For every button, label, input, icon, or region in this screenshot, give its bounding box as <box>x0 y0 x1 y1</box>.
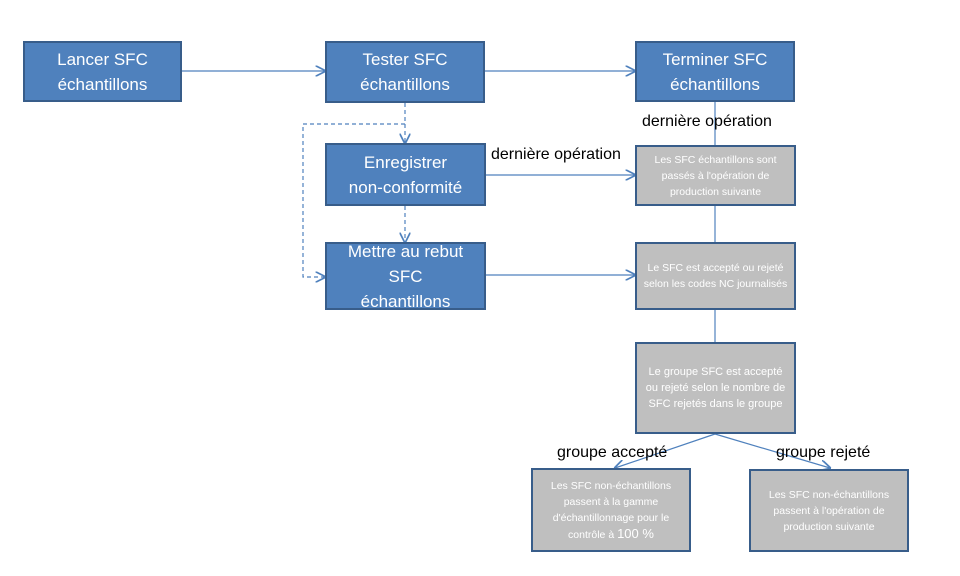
node-non-echantillons-operation-suivante: Les SFC non-échantillons passent à l'opé… <box>749 469 909 552</box>
arrow-groupe-gamme <box>615 433 716 468</box>
node-gamme-text: Les SFC non-échantillons passent à la ga… <box>550 479 672 541</box>
node-tester-label: Tester SFC échantillons <box>360 50 450 94</box>
node-mettre-au-rebut: Mettre au rebut SFC échantillons <box>325 242 486 311</box>
node-accepte-label: Le SFC est accepté ou rejeté selon les c… <box>643 262 788 290</box>
node-non-echantillons-gamme: Les SFC non-échantillons passent à la ga… <box>531 468 691 552</box>
label-groupe-rejete: groupe rejeté <box>776 444 871 461</box>
node-terminer-sfc-echantillons: Terminer SFC échantillons <box>635 41 795 102</box>
node-gamme-label: Les SFC non-échantillons passent à la ga… <box>537 478 685 543</box>
node-suivante-label: Les SFC non-échantillons passent à l'opé… <box>768 488 890 533</box>
label-derniere-operation-top: dernière opération <box>642 113 772 130</box>
node-gamme-percent: 100 % <box>617 525 654 541</box>
node-sfc-passes-operation-suivante: Les SFC échantillons sont passés à l'opé… <box>635 145 796 206</box>
node-tester-sfc-echantillons: Tester SFC échantillons <box>325 41 485 103</box>
node-enregistrer-non-conformite: Enregistrer non-conformité <box>325 143 486 206</box>
node-lancer-sfc-echantillons: Lancer SFC échantillons <box>23 41 182 102</box>
label-derniere-operation-middle: dernière opération <box>491 146 621 163</box>
node-sfc-accepte-ou-rejete: Le SFC est accepté ou rejeté selon les c… <box>635 242 796 310</box>
node-terminer-label: Terminer SFC échantillons <box>662 49 768 94</box>
node-groupe-sfc-accepte-ou-rejete: Le groupe SFC est accepté ou rejeté selo… <box>635 342 796 434</box>
node-rebut-label: Mettre au rebut SFC échantillons <box>347 241 464 311</box>
node-passes-label: Les SFC échantillons sont passés à l'opé… <box>654 153 777 198</box>
node-lancer-label: Lancer SFC échantillons <box>57 49 148 94</box>
label-groupe-accepte: groupe accepté <box>557 444 668 461</box>
arrow-groupe-suivante <box>714 433 830 468</box>
node-groupe-label: Le groupe SFC est accepté ou rejeté selo… <box>645 366 786 410</box>
dashed-tester-rebut <box>302 123 405 277</box>
node-enregistrer-label: Enregistrer non-conformité <box>348 152 463 197</box>
